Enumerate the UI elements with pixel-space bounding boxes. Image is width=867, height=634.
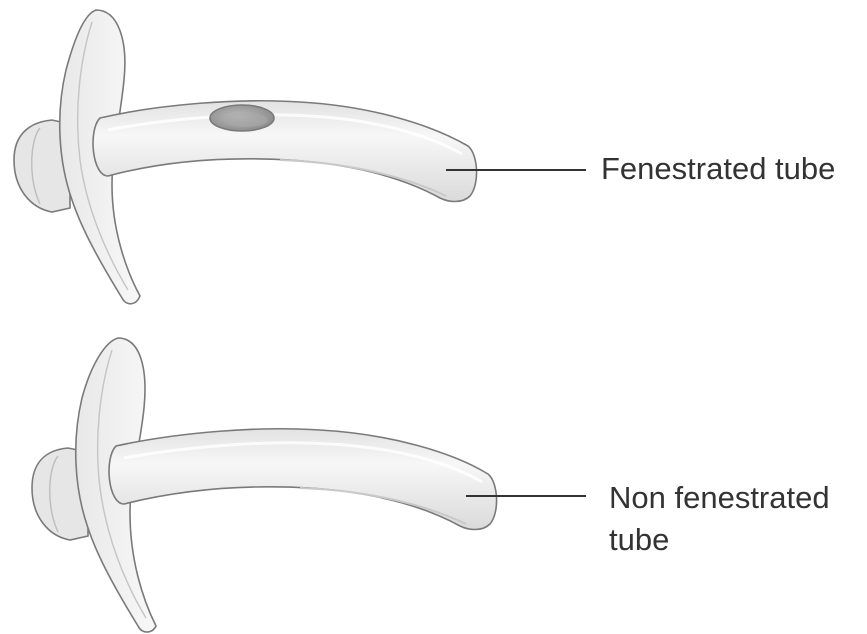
label-non-fenestrated-line1: Non fenestrated (609, 477, 867, 519)
label-non-fenestrated-line2: tube (609, 519, 867, 561)
label-non-fenestrated-tube: Non fenestrated tube (609, 477, 867, 561)
label-fenestrated-tube: Fenestrated tube (601, 148, 835, 190)
non-fenestrated-tube (32, 338, 586, 632)
fenestrated-tube (14, 10, 586, 304)
